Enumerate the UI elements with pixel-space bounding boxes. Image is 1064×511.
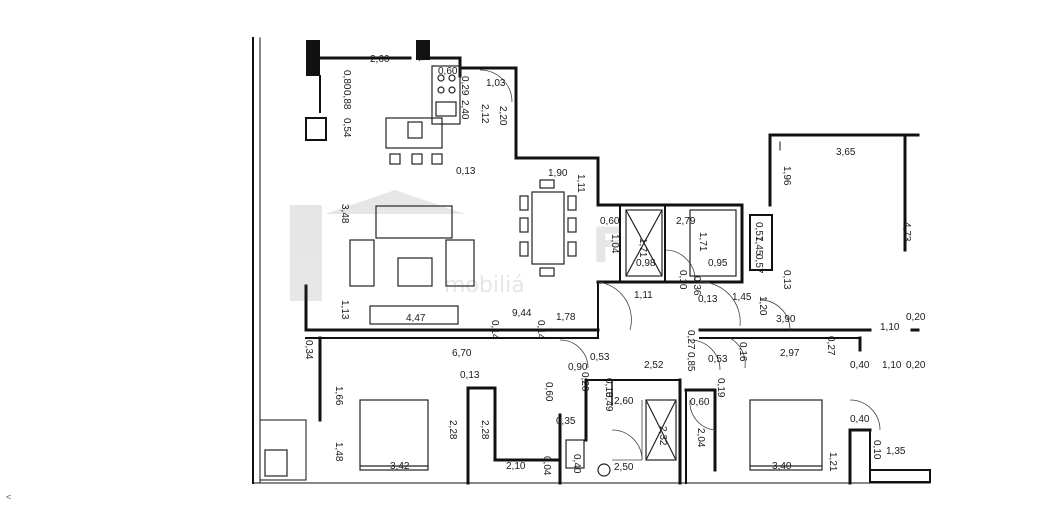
dim-label: 0,34 <box>415 42 426 62</box>
dim-label: 2,52 <box>644 360 664 371</box>
dim-label: 0,57 <box>753 254 764 274</box>
dim-label: 3,48 <box>339 204 350 224</box>
sofa <box>375 205 453 239</box>
dim-label: 2,32 <box>657 426 668 446</box>
dim-label: 0,16 <box>737 342 748 362</box>
dim-label: 0,14 <box>489 320 500 340</box>
dim-label: 0,54 <box>341 118 352 138</box>
dim-label: 2,40 <box>459 100 470 120</box>
dim-label: 2,20 <box>497 106 508 126</box>
dim-label: 0,98 <box>636 258 656 269</box>
watermark-brand: F <box>592 218 625 274</box>
dim-label: 0,36 <box>691 276 702 296</box>
dim-label: 6,70 <box>452 348 472 359</box>
dim-label: 2,79 <box>676 216 696 227</box>
dim-label: 9,44 <box>512 308 532 319</box>
dim-label: 0,10 <box>871 440 882 460</box>
dim-label: 0,49 <box>603 392 614 412</box>
dim-label: 2,60 <box>370 54 390 65</box>
kitchen-island <box>385 117 443 149</box>
kitchen-counter <box>431 65 461 125</box>
dim-label: 2,60 <box>614 396 634 407</box>
furniture <box>264 65 823 477</box>
dim-label: 0,40 <box>850 414 870 425</box>
dim-label: 0,29 <box>459 76 470 96</box>
dim-label: 0,34 <box>303 340 314 360</box>
dim-label: 0,35 <box>556 416 576 427</box>
dim-label: 1,90 <box>548 168 568 179</box>
dim-label: 0,13 <box>460 370 480 381</box>
dim-label: 1,66 <box>333 386 344 406</box>
dim-label: 0,13 <box>698 294 718 305</box>
dim-label: 2,04 <box>695 428 706 448</box>
bed-left <box>359 399 429 471</box>
dim-label: 1,03 <box>486 78 506 89</box>
dim-label: 2,97 <box>780 348 800 359</box>
dim-label: 1,10 <box>882 360 902 371</box>
dim-label: 0,40 <box>850 360 870 371</box>
dim-label: 1,78 <box>556 312 576 323</box>
dim-label: 0,95 <box>708 258 728 269</box>
dim-label: 0,20 <box>906 312 926 323</box>
dim-label: 0,60 <box>438 66 458 77</box>
dim-label: 2,28 <box>479 420 490 440</box>
dim-label: 0,20 <box>579 372 590 392</box>
dim-label: 1,48 <box>333 442 344 462</box>
dim-label: 1,20 <box>757 296 768 316</box>
dim-label: 2,28 <box>447 420 458 440</box>
dim-label: 0,14 <box>535 320 546 340</box>
dim-label: 3,65 <box>836 147 856 158</box>
dim-label: 0,27 <box>685 330 696 350</box>
dim-label: 0,13 <box>781 270 792 290</box>
dim-label: 0,60 <box>690 397 710 408</box>
dim-label: 0,80 <box>341 70 352 90</box>
dim-label: 1,35 <box>886 446 906 457</box>
dim-label: 2,12 <box>479 104 490 124</box>
dim-label: 0,60 <box>543 382 554 402</box>
dim-label: 0,88 <box>341 90 352 110</box>
dim-label: 1,10 <box>880 322 900 333</box>
dim-label: 0,53 <box>708 354 728 365</box>
dim-label: 0,40 <box>571 454 582 474</box>
dim-label: 0,53 <box>590 352 610 363</box>
dim-label: 1,71 <box>637 238 648 258</box>
dim-label: 1,11 <box>634 290 653 301</box>
dim-label: 1,21 <box>827 452 838 472</box>
walls <box>252 37 931 485</box>
bed-right <box>749 399 823 471</box>
dim-label: 1,45 <box>732 292 752 303</box>
dining-table <box>531 191 565 265</box>
dim-label: 0,57 <box>753 222 764 242</box>
dim-label: 0,13 <box>456 166 476 177</box>
dim-label: 2,10 <box>506 461 526 472</box>
dim-label: 0,19 <box>715 378 726 398</box>
dim-label: 0,85 <box>685 352 696 372</box>
dim-label: 0,27 <box>825 336 836 356</box>
dim-label: 3,90 <box>776 314 796 325</box>
dim-label: 1,11 <box>575 174 586 193</box>
door-swings <box>479 69 881 461</box>
dim-label: 2,50 <box>614 462 634 473</box>
dim-label: 0,20 <box>906 360 926 371</box>
watermark-subtitle: mobiliá <box>444 273 525 298</box>
dim-label: 0,60 <box>600 216 620 227</box>
dim-label: 0,90 <box>568 362 588 373</box>
dim-label: 4,73 <box>901 222 912 242</box>
dim-label: 1,04 <box>609 234 620 254</box>
dim-label: 3,40 <box>772 461 792 472</box>
dim-label: 0,18 <box>603 378 614 398</box>
tv-unit <box>369 305 459 325</box>
dim-label: 4,47 <box>406 313 426 324</box>
dim-label: 0,10 <box>677 270 688 290</box>
dim-label: 3,42 <box>390 461 410 472</box>
dim-label: 1,71 <box>697 232 708 252</box>
dim-label: 1,96 <box>781 166 792 186</box>
watermark-logo: F mobiliá <box>290 190 625 301</box>
dimension-labels: 2,60 0,80 0,34 0,60 0,29 1,03 0,88 0,54 … <box>303 42 926 476</box>
dim-label: 0,04 <box>541 456 552 476</box>
corner-mark: < <box>6 492 12 502</box>
dim-label: 1,45 <box>753 236 764 256</box>
dim-label: 1,13 <box>339 300 350 320</box>
